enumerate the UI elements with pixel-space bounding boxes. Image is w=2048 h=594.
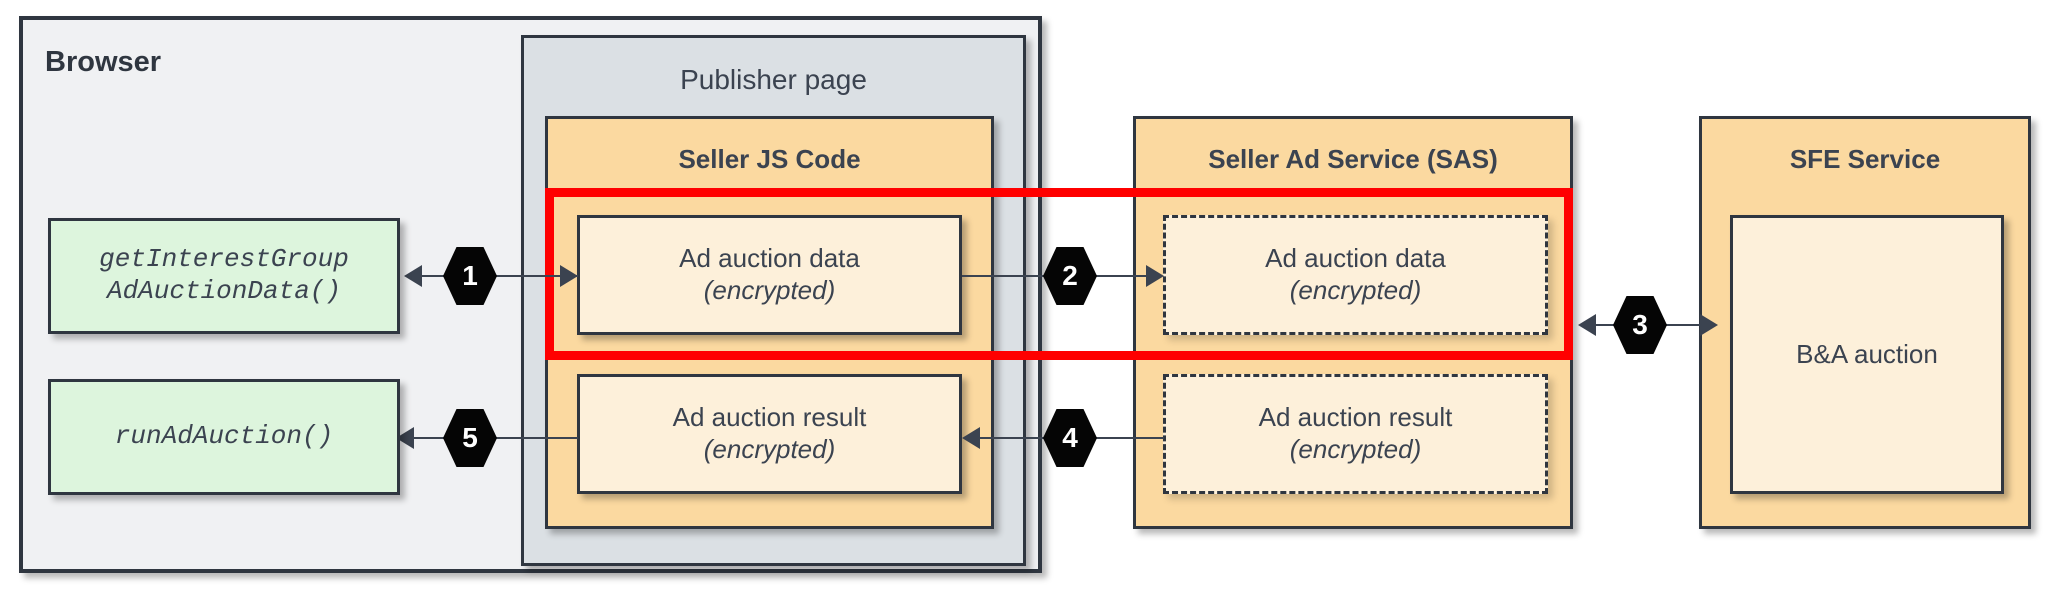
step-badge-5-number: 5 [462,422,478,453]
node-sjs-ad-auction-data-label: Ad auction data (encrypted) [580,218,959,332]
node-sfe-ba-auction-label: B&A auction [1796,338,1938,369]
node-sfe-ba-auction: B&A auction [1730,215,2004,494]
connector-1-arrowhead-right [560,265,578,287]
node-sas-ad-auction-result: Ad auction result (encrypted) [1163,374,1548,494]
step-badge-2: 2 [1043,247,1097,305]
seller-ad-service-title: Seller Ad Service (SAS) [1208,144,1498,175]
browser-title: Browser [45,46,162,78]
node-sjs-ad-auction-result-label: Ad auction result (encrypted) [580,377,959,491]
step-badge-3-number: 3 [1632,309,1648,340]
seller-js-code-title: Seller JS Code [678,144,861,175]
connector-1-arrowhead-left [404,265,422,287]
sfe-service-title: SFE Service [1789,144,1941,175]
node-line-1: Ad auction result [1258,402,1453,433]
node-get-interest-group-ad-auction-data-label: getInterestGroup AdAuctionData() [99,244,349,306]
node-sas-ad-auction-result-label: Ad auction result (encrypted) [1166,377,1545,491]
step-badge-1-number: 1 [462,260,478,291]
node-line-2: (encrypted) [1289,434,1422,464]
connector-3-arrowhead-right [1700,314,1718,336]
node-run-ad-auction-label: runAdAuction() [114,421,334,452]
node-sas-ad-auction-data: Ad auction data (encrypted) [1163,215,1548,335]
node-run-ad-auction: runAdAuction() [48,379,400,495]
node-line-2: (encrypted) [1289,275,1422,305]
publisher-page-title: Publisher page [680,63,867,95]
node-sjs-ad-auction-result: Ad auction result (encrypted) [577,374,962,494]
connector-3-arrowhead-left [1578,314,1596,336]
node-line-2: (encrypted) [703,275,836,305]
step-badge-3: 3 [1613,296,1667,354]
step-badge-4: 4 [1043,409,1097,467]
connector-2-arrowhead [1146,265,1164,287]
node-sjs-ad-auction-data: Ad auction data (encrypted) [577,215,962,335]
connector-4-arrowhead [962,427,980,449]
node-line-1: Ad auction data [1265,243,1446,274]
node-sas-ad-auction-data-label: Ad auction data (encrypted) [1166,218,1545,332]
step-badge-2-number: 2 [1062,260,1078,291]
node-line-2: (encrypted) [703,434,836,464]
connector-5-arrowhead [396,427,414,449]
node-line-1: Ad auction data [679,243,860,274]
step-badge-4-number: 4 [1062,422,1078,453]
node-get-interest-group-ad-auction-data: getInterestGroup AdAuctionData() [48,218,400,334]
node-line-1: Ad auction result [672,402,867,433]
